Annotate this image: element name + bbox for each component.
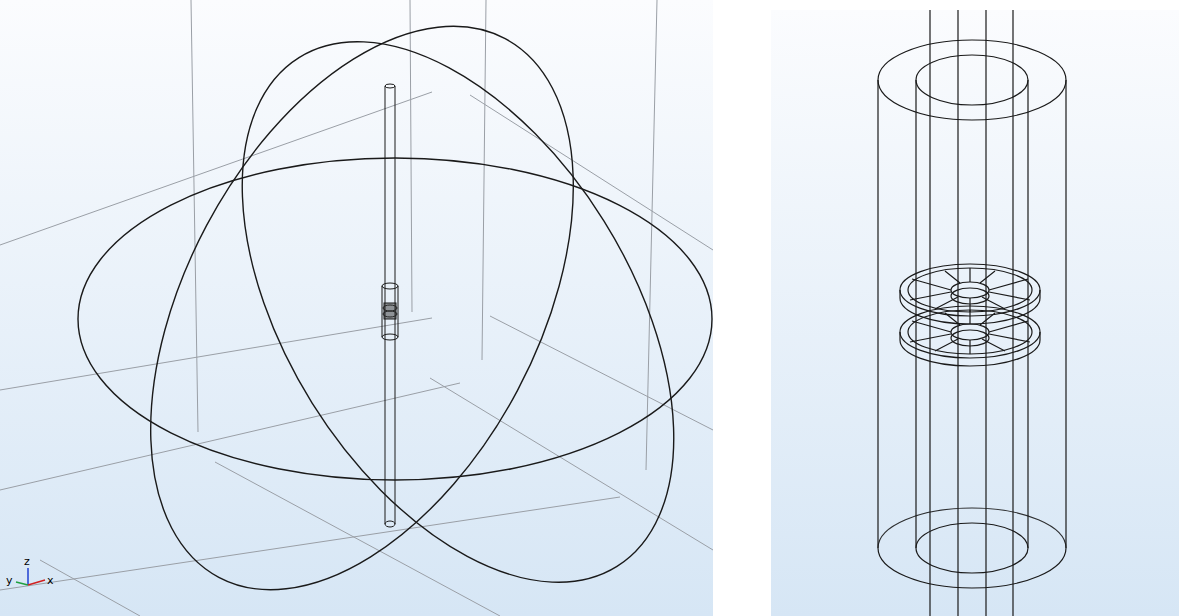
axis-triad (16, 568, 45, 585)
axis-label: x (47, 575, 54, 586)
spoked-discs (900, 264, 1040, 366)
left-view (0, 0, 713, 616)
grid-lines (0, 0, 713, 616)
outer-cylinder (878, 40, 1066, 588)
axis-label: z (24, 556, 30, 567)
right-view (878, 10, 1066, 616)
view-background (771, 10, 1179, 616)
axis-label: y (6, 575, 13, 586)
rod (382, 84, 398, 527)
view-background (0, 0, 713, 616)
sphere-circles (63, 0, 713, 616)
